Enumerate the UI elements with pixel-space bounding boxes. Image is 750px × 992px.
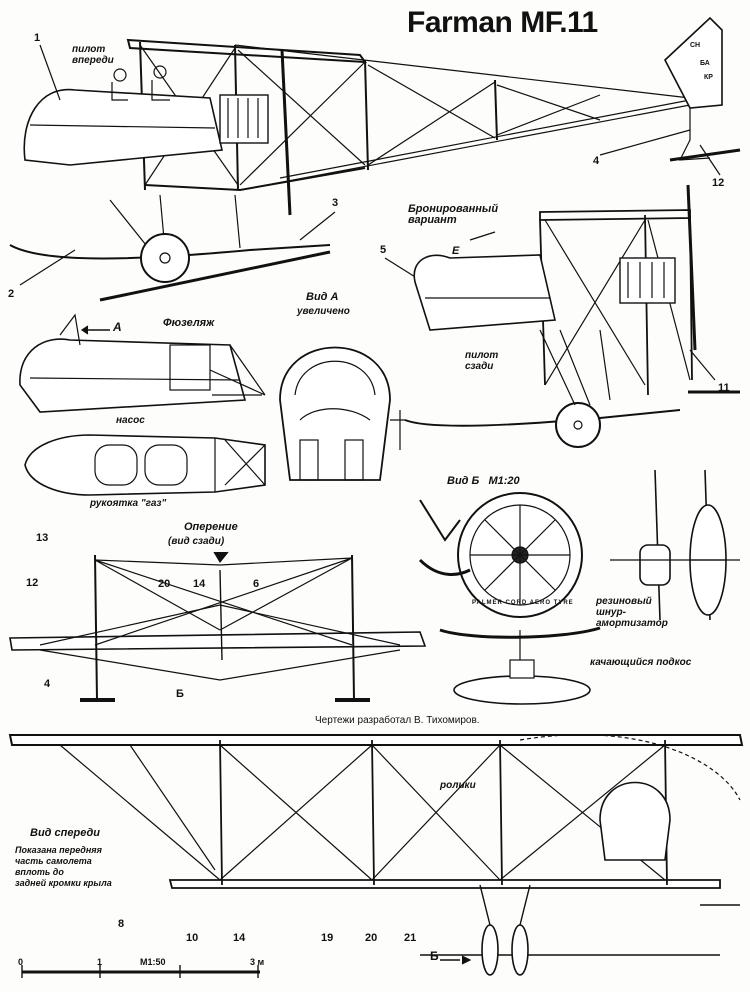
- callout-21: 21: [404, 932, 417, 944]
- label-fuselage: Фюзеляж: [163, 317, 215, 329]
- scale-label: М1:50: [140, 957, 166, 967]
- label-arrow-b: Б: [430, 949, 439, 963]
- callout-8: 8: [118, 918, 125, 930]
- callout-19: 19: [321, 932, 334, 944]
- fuselage-detail-drawing: [19, 313, 266, 496]
- callout-2: 2: [8, 288, 15, 300]
- front-view-drawing: [8, 734, 744, 976]
- callout-12: 12: [712, 177, 725, 189]
- label-throttle: рукоятка "газ": [90, 498, 167, 509]
- scale-three: 3 м: [250, 957, 265, 967]
- callout-6: 6: [253, 578, 260, 590]
- label-pilot-front: пилот впереди: [72, 44, 114, 66]
- label-rollers: ролики: [440, 780, 476, 791]
- callout-14-front: 14: [233, 932, 246, 944]
- scale-one: 1: [97, 957, 103, 967]
- label-view-a: Вид А: [306, 291, 339, 303]
- callout-1: 1: [34, 32, 41, 44]
- side-view-drawing: [9, 16, 741, 302]
- callout-11: 11: [718, 382, 730, 394]
- callout-4-tail: 4: [44, 678, 51, 690]
- label-tire-text: PALMER CORD AERO TYRE: [472, 600, 574, 606]
- scale-zero: 0: [18, 957, 24, 967]
- label-pilot-rear: пилот сзади: [465, 350, 499, 372]
- label-arrow-e: Е: [452, 245, 460, 257]
- label-view-a-enlarged: увеличено: [297, 306, 350, 317]
- callout-20-front: 20: [365, 932, 378, 944]
- label-rudder-ch: СН: [690, 42, 701, 49]
- drawing-title: Farman MF.11: [407, 6, 598, 39]
- scale-bar: [21, 965, 260, 978]
- label-rudder-ba: БА: [700, 60, 710, 67]
- callout-14-tail: 14: [193, 578, 206, 590]
- label-pump: насос: [116, 415, 145, 426]
- label-front-view: Вид спереди: [30, 827, 100, 839]
- callout-13: 13: [36, 532, 49, 544]
- label-rudder-kr: КР: [704, 74, 713, 81]
- label-armored-variant: Бронированный вариант: [408, 203, 499, 226]
- callout-4: 4: [593, 155, 600, 167]
- callout-b-tail: Б: [176, 688, 184, 700]
- view-b-drawing: [418, 469, 740, 705]
- label-drawn-by: Чертежи разработал В. Тихомиров.: [315, 715, 480, 726]
- callout-12-tail: 12: [26, 577, 39, 589]
- view-a-drawing: [279, 346, 405, 481]
- callout-5: 5: [380, 244, 387, 256]
- armored-variant-drawing: [404, 184, 740, 448]
- label-rubber-shock-cord: резиновый шнур- амортизатор: [596, 596, 668, 629]
- label-tail-sub: (вид сзади): [168, 536, 225, 547]
- callout-20-tail: 20: [158, 578, 171, 590]
- callout-10: 10: [186, 932, 199, 944]
- tail-rear-view-drawing: [9, 551, 427, 702]
- label-front-note: Показана передняя часть самолета вплоть …: [15, 845, 112, 888]
- label-arrow-a: А: [113, 320, 122, 334]
- label-swing-strut: качающийся подкос: [590, 657, 692, 668]
- label-view-b: Вид Б М1:20: [447, 475, 520, 487]
- label-tail-title: Оперение: [184, 521, 238, 533]
- callout-3: 3: [332, 197, 339, 209]
